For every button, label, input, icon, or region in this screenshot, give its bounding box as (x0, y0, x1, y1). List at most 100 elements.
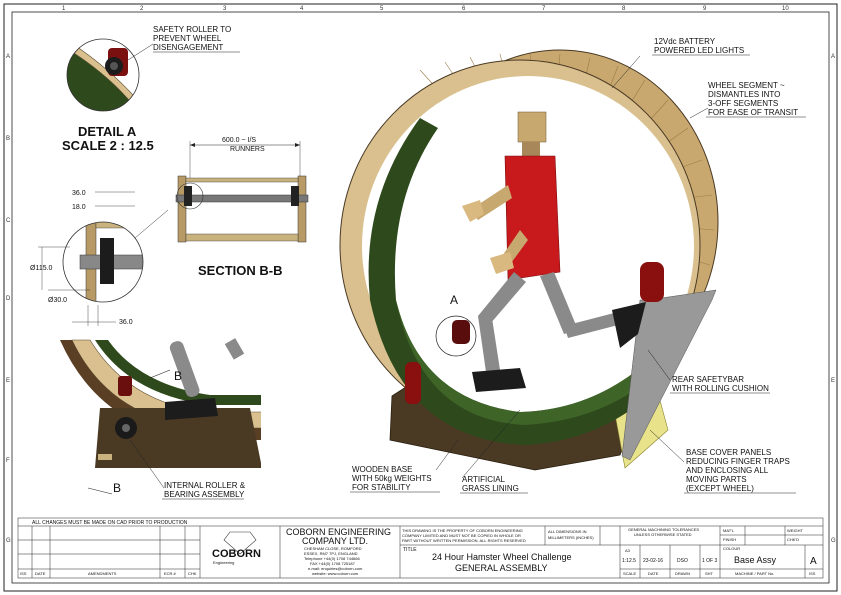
grid-col-4: 4 (300, 6, 304, 12)
section-marker-b-bottom: B (113, 481, 121, 495)
changes-note: ALL CHANGES MUST BE MADE ON CAD PRIOR TO… (32, 520, 188, 526)
rear-safety-line-2: WITH ROLLING CUSHION (672, 384, 769, 393)
address-line-6: website: www.coborn.com (312, 571, 359, 576)
sheet-border-outer (3, 3, 838, 592)
drawing-title-line-1: 24 Hour Hamster Wheel Challenge (432, 552, 572, 562)
rev-header-ecr: ECR # (164, 571, 177, 576)
grass-line-2: GRASS LINING (462, 484, 519, 493)
detail-a-view (66, 38, 140, 112)
grid-row-labels: A B C D E F G A E G (6, 54, 836, 544)
footer-drawn: DRAWN (675, 571, 690, 576)
base-cover-line-2: REDUCING FINGER TRAPS (686, 457, 790, 466)
section-bb-title: SECTION B-B (198, 263, 283, 278)
base-cover-line-4: MOVING PARTS (686, 475, 747, 484)
address-line-2: ESSEX, RM7 7PJ, ENGLAND (304, 551, 358, 556)
part-title: Base Assy (734, 555, 777, 565)
segment-line-4: FOR EASE OF TRANSIT (708, 108, 798, 117)
section-detail-circle (62, 209, 169, 303)
safety-roller-line-3: DISENGAGEMENT (153, 43, 223, 52)
property-note-line-3: PART WITHOUT WRITTEN PERMISSION. ALL RIG… (402, 538, 526, 543)
scale-value: 1:12.5 (622, 558, 636, 564)
footer-iss: ISS (809, 571, 816, 576)
rev-header-amendments: AMENDMENTS (88, 571, 117, 576)
address-line-3: Telephone +44(0) 1708 744666 (304, 556, 360, 561)
chkd-label: CHK'D (787, 537, 799, 542)
marker-a: A (450, 293, 458, 307)
grid-col-3: 3 (223, 6, 227, 12)
runners-dim-line-1: 600.0 ~ I/S (222, 137, 256, 144)
grid-col-5: 5 (380, 6, 384, 12)
segment-line-1: WHEEL SEGMENT ~ (708, 81, 785, 90)
wooden-base-line-2: WITH 50kg WEIGHTS (352, 474, 432, 483)
battery-line-1: 12Vdc BATTERY (654, 37, 716, 46)
detail-a-scale: SCALE 2 : 12.5 (62, 138, 154, 153)
rev-header-iss: ISS (20, 571, 27, 576)
grid-col-8: 8 (622, 6, 626, 12)
grid-col-10: 10 (782, 6, 789, 12)
footer-scale: SCALE (623, 571, 636, 576)
grid-row-g-right: G (831, 538, 836, 544)
grid-row-a: A (6, 54, 10, 60)
wooden-base-line-1: WOODEN BASE (352, 465, 412, 474)
property-note-line-2: COMPANY LIMITED AND MUST NOT BE COPIED I… (402, 533, 521, 538)
detail-a-title: DETAIL A (78, 124, 137, 139)
title-label: TITLE (403, 547, 417, 553)
coborn-diamond-logo (223, 531, 257, 555)
date-value: 23-02-16 (643, 558, 663, 564)
dim-30: Ø30.0 (48, 297, 67, 304)
hamster-wheel-main-view (339, 49, 719, 479)
title-block (17, 517, 824, 579)
wooden-base-line-3: FOR STABILITY (352, 483, 411, 492)
grid-row-e-right: E (831, 378, 835, 384)
dim-18: 18.0 (72, 204, 86, 211)
grid-row-b: B (6, 136, 10, 142)
drawing-title-line-2: GENERAL ASSEMBLY (455, 563, 548, 573)
grid-row-d: D (6, 296, 11, 302)
led-light (405, 362, 421, 404)
address-line-1: CHESHAM CLOSE, ROMFORD (304, 546, 362, 551)
runners-dim-line-2: RUNNERS (230, 146, 265, 153)
base-cover-line-5: (EXCEPT WHEEL) (686, 484, 754, 493)
rev-header-chk: CHK (188, 571, 197, 576)
company-line-1: COBORN ENGINEERING (286, 527, 391, 537)
logo-text: COBORN (212, 548, 261, 560)
rev-header-date: DATE (35, 571, 46, 576)
grid-col-1: 1 (62, 6, 66, 12)
property-note-line-1: THIS DRAWING IS THE PROPERTY OF COBORN E… (402, 528, 523, 533)
colour-label: COLOUR (723, 546, 740, 551)
grid-col-6: 6 (462, 6, 466, 12)
issue-value: A (810, 556, 817, 567)
safety-roller (452, 320, 470, 344)
base-cover-line-1: BASE COVER PANELS (686, 448, 771, 457)
grid-column-labels: 1 2 3 4 5 6 7 8 9 10 (62, 6, 789, 12)
section-bb-view (175, 141, 309, 243)
safety-roller-line-2: PREVENT WHEEL (153, 34, 222, 43)
company-line-2: COMPANY LTD. (302, 536, 368, 546)
address-line-4: FAX +44(0) 1708 725187 (310, 561, 356, 566)
segment-line-2: DISMANTLES INTO (708, 90, 780, 99)
grid-row-g: G (6, 538, 11, 544)
grid-row-e: E (6, 378, 10, 384)
dim-36-top: 36.0 (72, 190, 86, 197)
partial-side-view (60, 338, 261, 495)
finish-label: FINISH (723, 537, 736, 542)
safety-roller-line-1: SAFETY ROLLER TO (153, 25, 231, 34)
scale-size-label: A3 (625, 548, 631, 553)
internal-roller-line-2: BEARING ASSEMBLY (164, 490, 245, 499)
dims-note-line-1: ALL DIMENSIONS IN (548, 529, 587, 534)
grid-row-a-right: A (831, 54, 835, 60)
footer-date: DATE (648, 571, 659, 576)
grid-row-f: F (6, 458, 10, 464)
dim-115: Ø115.0 (30, 265, 53, 272)
matl-label: MAT'L (723, 528, 735, 533)
dim-36-bottom: 36.0 (119, 319, 133, 326)
segment-line-3: 3-OFF SEGMENTS (708, 99, 778, 108)
weight-label: WEIGHT (787, 528, 804, 533)
unless-label: UNLESS OTHERWISE STATED (634, 532, 692, 537)
grid-col-7: 7 (542, 6, 546, 12)
grid-col-2: 2 (140, 6, 144, 12)
address-line-5: e-mail: enquiries@coborn.com (308, 566, 363, 571)
footer-sht: SHT (705, 571, 714, 576)
grid-col-9: 9 (703, 6, 707, 12)
